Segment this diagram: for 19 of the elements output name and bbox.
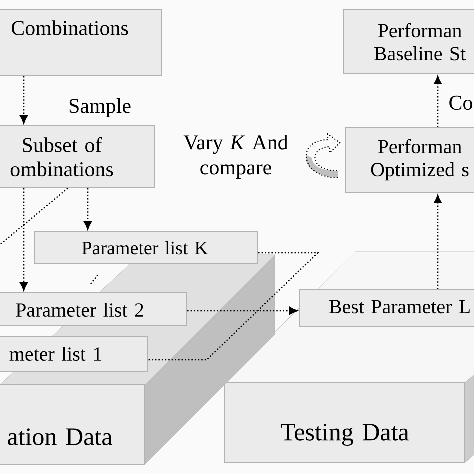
arrow [20,76,28,124]
process-box: Performan Baseline St [344,10,474,74]
process-box: Subset of ombinations [0,126,156,188]
arrow [434,76,442,128]
arrow [188,307,298,315]
edge-label: Sample [70,98,131,118]
arrow [20,188,28,291]
note-text: Vary K And compare [184,134,288,180]
data-block: Testing Data [224,382,466,464]
process-box: Combinations [0,10,162,76]
process-box: Parameter list K [34,232,258,264]
data-block: ation Data [0,384,146,466]
arrow [434,195,442,290]
edge-label: Co [450,96,472,110]
process-box: meter list 1 [0,336,148,372]
process-box: Performan Optimized s [346,128,474,194]
process-box: Parameter list 2 [0,292,188,326]
process-box: Best Parameter L [300,290,474,328]
arrow [84,188,92,230]
